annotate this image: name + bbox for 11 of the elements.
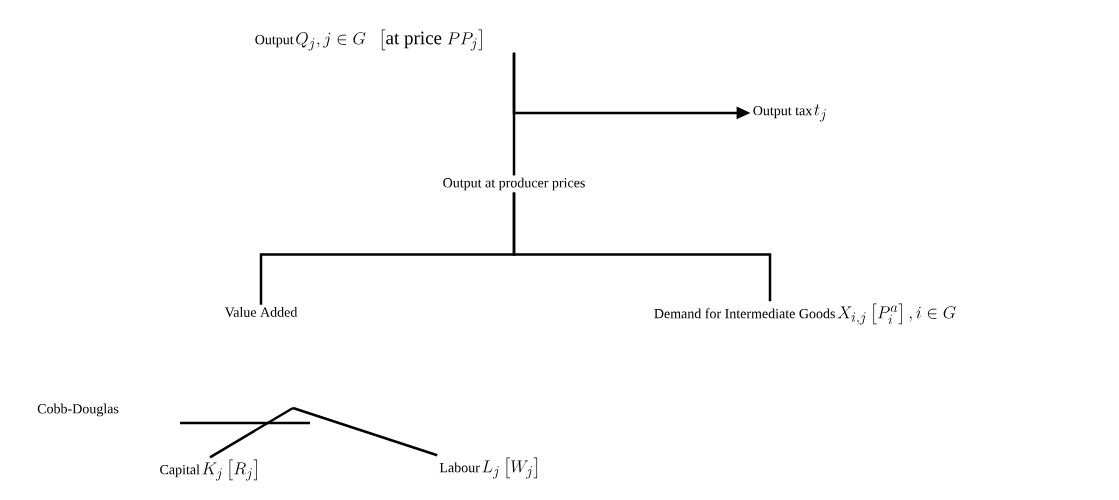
node-text: Capital $K_j \left[ R_j \right]$ xyxy=(160,459,257,481)
node-text: Output at producer prices xyxy=(443,177,585,191)
connector-line xyxy=(209,406,294,459)
node-text: Output $Q_j , j \in G \;\; \left[ \text{at price } PP_j \right]$ xyxy=(255,29,482,51)
connector-line xyxy=(292,406,438,457)
function-label: Cobb-Douglas xyxy=(37,403,119,417)
node-text: Labour $L_j \left[ W_j \right]$ xyxy=(439,457,538,479)
node-text: Value Added xyxy=(224,307,298,317)
node-text: Output tax $t_j$ xyxy=(753,104,826,122)
connector-line xyxy=(512,192,772,302)
node-text: Demand for Intermediate Goods $X_{i,j} \left[ P_i^a \right] , i \in G$ xyxy=(654,303,956,325)
